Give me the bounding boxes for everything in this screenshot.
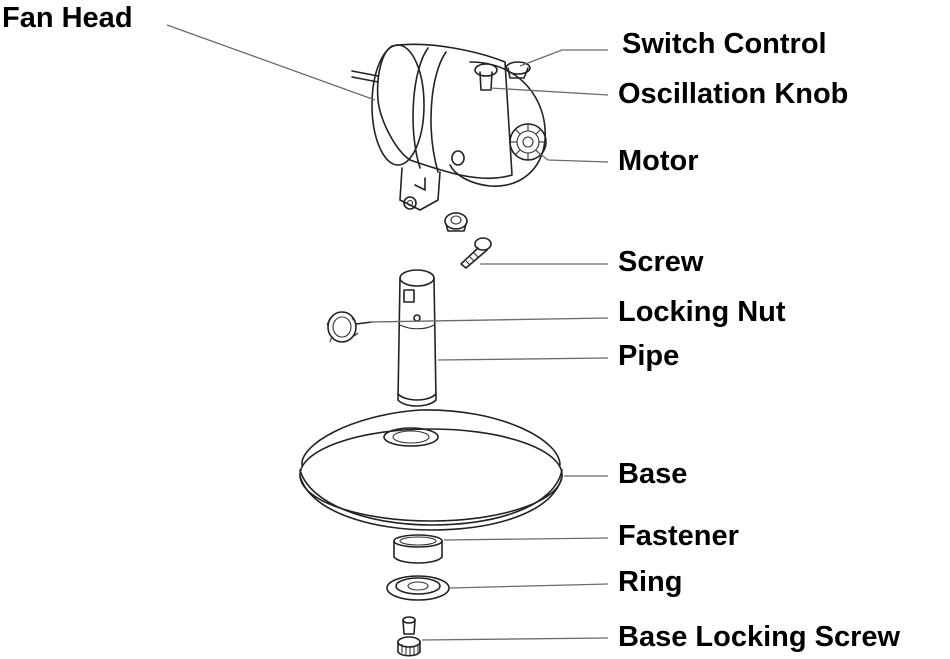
leader-lines <box>166 24 609 641</box>
leader-switch-control <box>519 49 608 67</box>
fan-head-part <box>351 43 547 211</box>
base-part <box>299 409 563 531</box>
ring-part <box>386 575 450 601</box>
label-oscillation-knob: Oscillation Knob <box>618 78 849 110</box>
screw-part <box>460 237 492 269</box>
label-fastener: Fastener <box>618 520 739 552</box>
label-switch-control: Switch Control <box>622 28 827 60</box>
leader-ring <box>449 583 609 589</box>
leader-base-locking-screw <box>421 637 609 641</box>
fastener-part <box>393 534 443 564</box>
leader-fastener <box>443 537 609 541</box>
label-locking-nut: Locking Nut <box>618 296 786 328</box>
locking-nut-part <box>326 311 373 343</box>
leader-motor <box>534 149 609 163</box>
pipe-part <box>397 269 437 407</box>
leader-pipe <box>437 357 609 361</box>
label-base-locking-screw: Base Locking Screw <box>618 621 901 653</box>
small-nut-part <box>444 212 468 232</box>
label-motor: Motor <box>618 145 699 177</box>
leader-fan-head <box>166 24 376 101</box>
label-base: Base <box>618 458 688 490</box>
label-ring: Ring <box>618 566 683 598</box>
label-fan-head: Fan Head <box>2 2 133 34</box>
label-pipe: Pipe <box>618 340 680 372</box>
leader-locking-nut <box>369 317 609 323</box>
leader-oscillation-knob <box>489 87 609 96</box>
label-screw: Screw <box>618 246 704 278</box>
base-locking-screw-part <box>397 616 421 657</box>
